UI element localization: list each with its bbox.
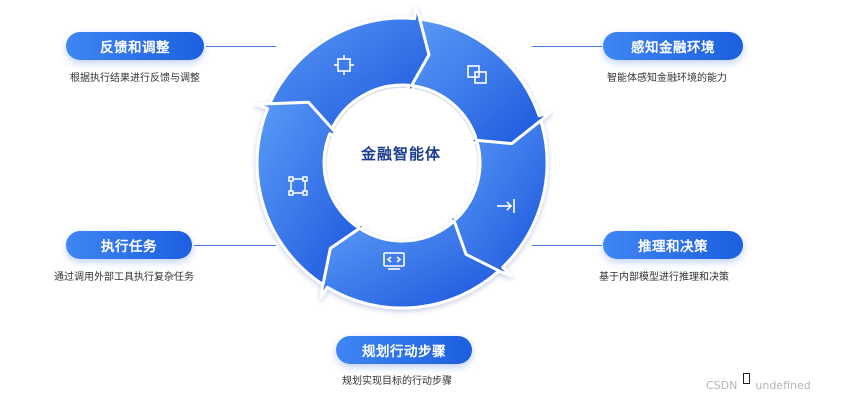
overlapping-squares-icon <box>467 65 487 84</box>
stage-desc-perceive: 智能体感知金融环境的能力 <box>607 73 727 84</box>
node-network-icon <box>288 176 308 196</box>
center-hole <box>327 88 477 238</box>
cycle-segment-feedback <box>268 5 435 133</box>
connector-perceive <box>532 46 602 47</box>
watermark: CSDN undefined <box>706 373 811 392</box>
stage-pill-perceive: 感知金融环境 <box>603 32 743 60</box>
cycle-segment-plan <box>319 218 501 310</box>
code-monitor-icon <box>383 252 405 270</box>
stage-pill-feedback: 反馈和调整 <box>66 32 204 60</box>
focus-frame-icon <box>334 55 354 75</box>
stage-pill-reason: 推理和决策 <box>603 231 743 259</box>
center-title: 金融智能体 <box>360 145 441 163</box>
stage-pill-plan: 规划行动步骤 <box>336 336 472 364</box>
watermark-right: undefined <box>755 379 811 392</box>
cycle-segment-reason <box>446 119 549 278</box>
connector-feedback <box>206 46 276 47</box>
watermark-left: CSDN <box>706 379 738 392</box>
stage-desc-execute: 通过调用外部工具执行复杂任务 <box>54 272 194 283</box>
stage-desc-plan: 规划实现目标的行动步骤 <box>342 376 452 387</box>
arrow-exit-icon <box>497 199 515 213</box>
cursor-icon <box>742 373 750 384</box>
stage-desc-reason: 基于内部模型进行推理和决策 <box>599 272 729 283</box>
connector-execute <box>194 245 276 246</box>
connector-reason <box>532 245 602 246</box>
cycle-segment-execute <box>254 100 361 287</box>
stage-pill-execute: 执行任务 <box>66 231 192 259</box>
stage-desc-feedback: 根据执行结果进行反馈与调整 <box>70 73 200 84</box>
